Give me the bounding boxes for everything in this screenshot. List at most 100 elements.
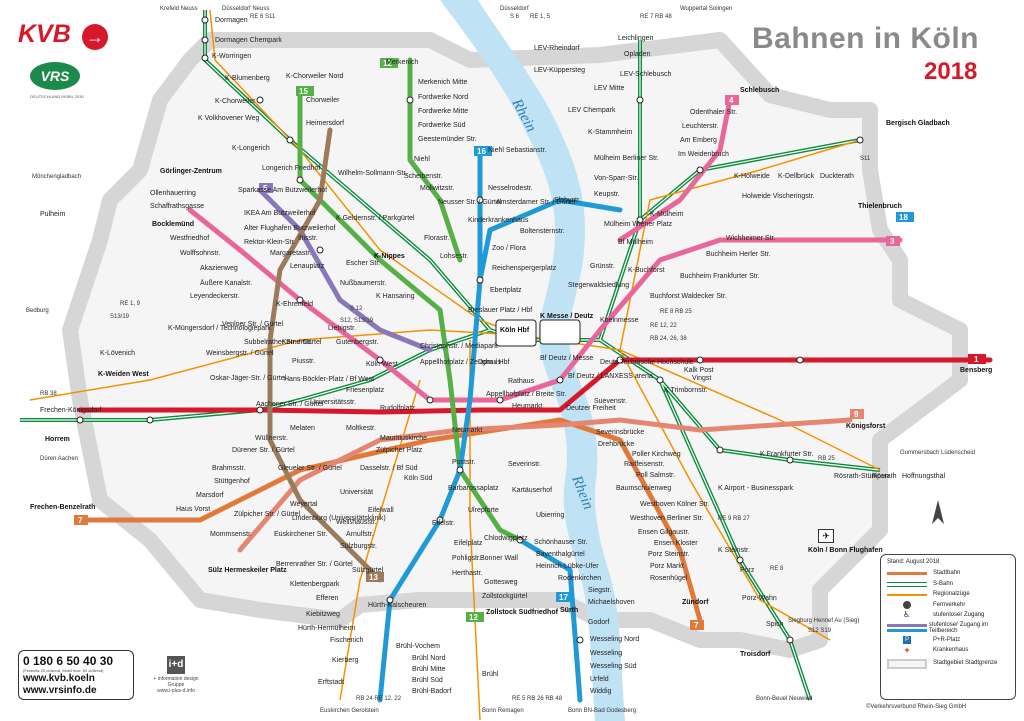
stn-ensen-kloster: Ensen Kloster — [654, 540, 698, 547]
stn-heumarkt: Heumarkt — [512, 403, 542, 410]
stn-efferen: Efferen — [316, 595, 339, 602]
rb-re1-9: RE 1, 9 — [120, 301, 141, 307]
stn-bf-deutz: Bf Deutz / Messe — [540, 355, 593, 362]
stn-fischenich: Fischenich — [330, 637, 364, 644]
stn-volkhovener-weg: K Volkhovener Weg — [198, 115, 259, 122]
stn-westhoven-koelner: Westhoven Kölner Str. — [640, 501, 710, 508]
badge-line-17: 17 — [559, 593, 568, 602]
stn-muelheim-berliner: Mülheim Berliner Str. — [594, 155, 659, 162]
stn-iltisstr: Iltisstr. — [298, 235, 318, 242]
rb-re5-26-48: RE 5 RB 26 RB 48 — [512, 696, 563, 702]
stn-wolffsohnstr: Wolffsohnstr. — [180, 250, 220, 257]
contact-url-vrs[interactable]: www.vrsinfo.de — [23, 685, 97, 696]
stn-kierberg: Kierberg — [332, 657, 359, 664]
stn-bruehl-badorf: Brühl-Badorf — [412, 688, 451, 695]
stn-k-geldernstr: K Geldernstr. / Parkgürtel — [336, 215, 415, 222]
stn-bruehl-vochem: Brühl-Vochem — [396, 643, 440, 650]
badge-line-18: 18 — [899, 213, 908, 222]
stn-buchforst-waldecker: Buchforst Waldecker Str. — [650, 293, 727, 300]
stn-weisshausstr: Weißhausstr. — [336, 519, 377, 526]
stn-bonner-wall: Bonner Wall — [480, 555, 518, 562]
legend-swatch-regional — [887, 590, 927, 598]
badge-line-7-south: 7 — [694, 621, 699, 630]
stn-friesenplatz: Friesenplatz — [346, 387, 385, 394]
badge-line-9: 9 — [854, 410, 859, 419]
stn-bf-muelheim: Bf Mülheim — [618, 239, 653, 246]
stn-bensberg: Bensberg — [960, 367, 992, 374]
stn-mommsenstr: Mommsenstr. — [210, 531, 252, 538]
label-koeln-hbf: Köln Hbf — [500, 327, 530, 334]
stn-k-stammheim: K-Stammheim — [588, 129, 633, 136]
stn-akazienweg: Akazienweg — [200, 265, 238, 272]
legend-label: Stadtbahn — [933, 570, 961, 577]
rb-s11: S11 — [860, 156, 871, 162]
stn-nussbaumerstr: Nußbaumerstr. — [340, 280, 386, 287]
stn-gleueler-str: Gleueler Str. / Gürtel — [278, 465, 342, 472]
stn-fordwerke-nord: Fordwerke Nord — [418, 94, 468, 101]
stn-euskirchener: Euskirchener Str. — [274, 531, 327, 538]
dir-wuppertal: Wuppertal Solingen — [680, 6, 732, 12]
stn-koeln-sued: Köln Süd — [404, 475, 433, 482]
stn-wesseling: Wesseling — [590, 650, 622, 657]
stn-keupstr: Keupstr. — [594, 191, 620, 198]
deutz-marker — [539, 319, 581, 345]
stn-amsterdamer: Amsterdamer Str. / Gürtel — [496, 199, 576, 206]
legend-swatch-sbahn — [887, 580, 927, 588]
stn-appellhofplatz: Appellhofplatz / Zeughaus — [420, 359, 501, 366]
legend-label: stufenloser Zugang im Teilbereich — [928, 621, 989, 634]
stn-eifelwall: Eifelwall — [368, 507, 394, 514]
stn-porz-wahn: Porz-Wahn — [742, 595, 777, 602]
contact-url-kvb[interactable]: www.kvb.koeln — [23, 673, 95, 684]
stn-lev-kueppersteg: LEV-Küppersteg — [534, 67, 585, 74]
stn-bergisch-gladbach: Bergisch Gladbach — [886, 120, 950, 127]
stn-nesselrodestr: Nesselrodestr. — [488, 185, 533, 192]
stn-dormagen-chempark: Dormagen Chempark — [215, 37, 282, 44]
rb-re8-rb25: RE 8 RB 25 — [660, 309, 692, 315]
stn-roseninsel: Rosenhügel — [650, 575, 688, 582]
stn-liebigstr: Liebigstr. — [328, 325, 356, 332]
stn-pulheim: Pulheim — [40, 211, 65, 218]
stn-lev-schlebusch: LEV-Schlebusch — [620, 71, 671, 78]
stn-arnulfstr: Arnulfstr. — [346, 531, 374, 538]
stn-schoenhauser: Schönhauser Str. — [534, 539, 588, 546]
stn-stuettgenhof: Stüttgenhof — [214, 478, 250, 485]
stn-horrem: Horrem — [45, 436, 70, 443]
stn-suelzburgstr: Sülzburgstr. — [340, 543, 377, 550]
stn-ikea: IKEA Am Butzweilerhof — [244, 210, 316, 217]
stn-porz-markt: Porz Markt — [650, 563, 684, 570]
page-title: Bahnen in Köln — [752, 22, 979, 55]
stn-koernerstr: Körnerstr. — [282, 339, 312, 346]
rb-re24-26: RB 24, 26, 38 — [650, 336, 687, 342]
stn-moltkestr: Moltkestr. — [346, 425, 376, 432]
dir-bonn-bad-godesberg: Bonn BN-Bad Godesberg — [568, 708, 636, 714]
stn-kartaeuserhof: Kartäuserhof — [512, 487, 552, 494]
stn-alter-flughafen: Alter Flughafen Butzweilerhof — [244, 225, 335, 232]
stn-scheibenstr: Scheibenstr. — [404, 173, 443, 180]
wheelchair-icon: ♿ — [903, 610, 911, 620]
stn-mauritiuskirche: Mauritiuskirche — [380, 435, 427, 442]
info-design-url[interactable]: www.i-plus-d.info — [157, 688, 195, 694]
station-markers — [76, 16, 864, 644]
stn-koenigsforst: Königsforst — [846, 423, 886, 430]
stn-gottesweg: Gottesweg — [484, 579, 518, 586]
stn-duerener-str: Dürener Str. / Gürtel — [232, 447, 295, 454]
legend-row-stadtbahn: Stadtbahn — [887, 568, 1009, 579]
dir-dueren: Düren Aachen — [40, 456, 78, 462]
stn-klettenberg: Klettenbergpark — [290, 581, 340, 588]
stn-deutz-techn: Deutz Technische Hochschule — [600, 359, 694, 366]
stn-christophstr: Christophstr. / Mediapark — [420, 343, 498, 350]
stn-herthastr: Herthastr. — [452, 570, 482, 577]
legend-swatch-stadtgebiet — [887, 658, 927, 669]
stn-lev-mitte: LEV Mitte — [594, 85, 624, 92]
stn-ollenhauerring: Ollenhauerring — [150, 190, 196, 197]
stn-aeussere-kanalstr: Äußere Kanalstr. — [200, 279, 252, 287]
stn-huerth-kalscheuren: Hürth-Kalscheuren — [368, 602, 426, 609]
stn-poll-salmstr: Poll Salmstr. — [636, 472, 675, 479]
info-design-name: + information design Gruppe — [153, 676, 199, 688]
stn-ubierring: Ubierring — [536, 512, 565, 519]
stn-deutz-lanxess: Bf Deutz / LANXESS arena — [568, 373, 653, 380]
info-design-credit: i+d + information design Gruppe www.i-pl… — [146, 656, 206, 694]
rb-re7-48: RE 7 RB 48 — [640, 14, 672, 20]
stn-koeln-west: Köln West — [366, 361, 398, 368]
